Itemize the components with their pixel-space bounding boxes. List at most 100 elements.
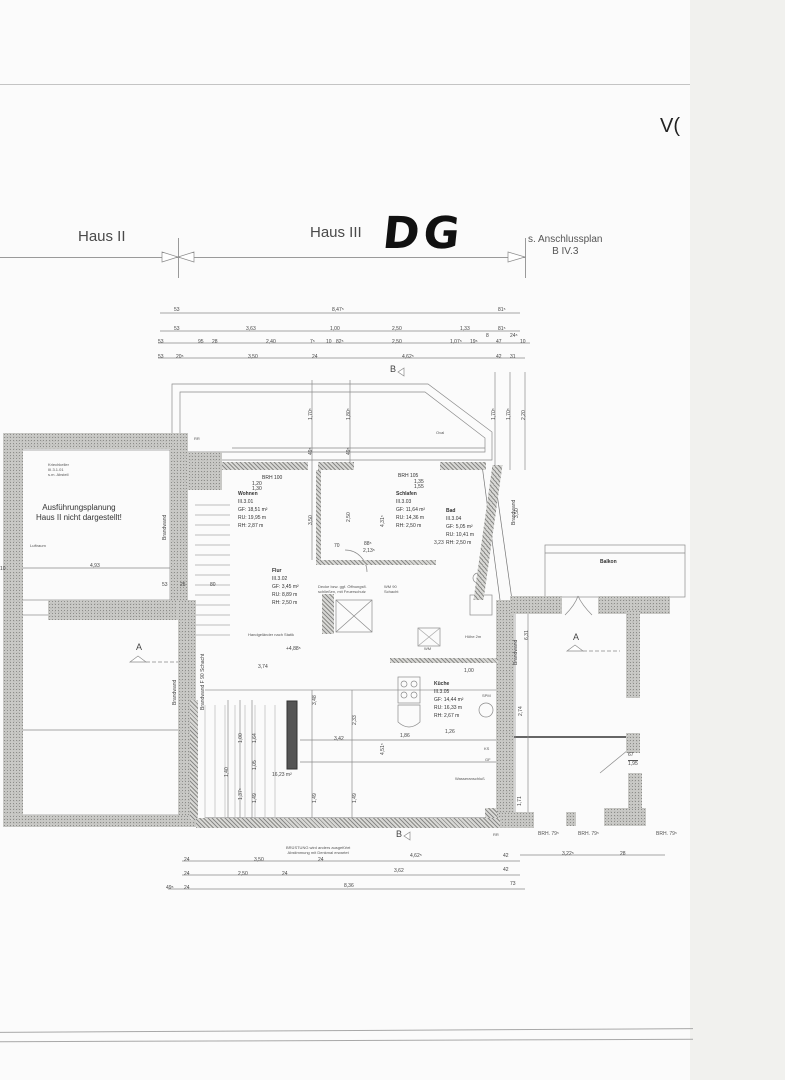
section-mark-a-right: A bbox=[573, 632, 580, 642]
scan-margin bbox=[690, 0, 785, 1080]
flur-name: Flur bbox=[272, 568, 282, 574]
wall-haus2-mid bbox=[48, 600, 188, 620]
dim-top-r4-5: 42 bbox=[496, 354, 502, 360]
vdim-14: 2,33 bbox=[352, 715, 358, 725]
dim-top-r4-3: 24 bbox=[312, 354, 318, 360]
sheet-border-top bbox=[0, 84, 690, 85]
fire-shaft-line-2: F 90 Schacht bbox=[200, 653, 206, 684]
schlafen-height: RH: 2,50 m bbox=[396, 523, 422, 529]
misc-dim-88: 88⁵ bbox=[364, 541, 372, 547]
brandwand-label-left: Brandwand bbox=[162, 514, 168, 540]
misc-dim-100: 1,00 bbox=[464, 668, 474, 674]
dishwasher-label: SPM bbox=[482, 693, 491, 698]
wohnen-area: GF: 18,51 m² bbox=[238, 507, 268, 513]
cutoff-title: V( bbox=[660, 115, 680, 137]
wall-shaft-left bbox=[322, 594, 334, 634]
wall-haus2-right-upper bbox=[170, 433, 188, 603]
dim-top-r4-6: 31 bbox=[510, 354, 516, 360]
luftraum-label: Luftraum bbox=[30, 543, 46, 548]
vdim-18: 1,49 bbox=[352, 793, 358, 803]
dim-top-r3-11: 47 bbox=[496, 339, 502, 345]
room-kueche: Küche III.3.05 GF: 14,44 m² RU: 16,33 m … bbox=[434, 680, 463, 720]
gf-label: GF bbox=[485, 757, 491, 762]
ceiling-opening-note: Decke bzw. ggf. Öffnungsfl. schließen, m… bbox=[318, 584, 367, 594]
vdim-7: 3,50 bbox=[308, 515, 314, 525]
shaft-note: WM 90 Schacht bbox=[384, 584, 398, 594]
kueche-perimeter: RU: 16,33 m bbox=[434, 705, 463, 711]
dim-bot-r1-3: 4,62⁵ bbox=[410, 853, 422, 859]
dim-bot-r2-1: 2,50 bbox=[238, 871, 248, 877]
vdim-8: 2,50 bbox=[346, 512, 352, 522]
oval-label: Oval bbox=[436, 430, 445, 435]
vdim-13: 3,48 bbox=[312, 695, 318, 705]
wall-schlafen-bottom bbox=[316, 560, 436, 565]
dim-top-r4-0: 53 bbox=[158, 354, 164, 360]
dim-top-r2-1: 3,63 bbox=[246, 326, 256, 332]
dim-bot-r1-6: 28 bbox=[620, 851, 626, 857]
section-mark-a-left: A bbox=[136, 642, 143, 652]
dim-top-r3-5: 10 bbox=[326, 339, 332, 345]
brh-label-3: BRH. 79⁵ bbox=[656, 831, 677, 837]
dim-bot-r3-0: 49⁵ bbox=[166, 885, 174, 891]
fire-shaft-note: Brandwand F 90 Schacht bbox=[200, 654, 206, 710]
vdim-3: 1,70⁵ bbox=[506, 408, 512, 420]
parapet-line-1: BRÜSTUNG wird anders ausgeführt bbox=[286, 845, 351, 850]
dim-bot-r2-0: 24 bbox=[184, 871, 190, 877]
kueche-id: III.3.05 bbox=[434, 689, 450, 695]
wall-right-pier-2 bbox=[626, 733, 640, 753]
wall-schlafen-left bbox=[316, 470, 321, 562]
dim-bot-r2-4: 42 bbox=[503, 867, 509, 873]
wall-top-hatched-1 bbox=[222, 462, 308, 470]
wohnen-brh: BRH 100 bbox=[262, 475, 283, 481]
kriechkeller-line-1: Kriechkeller bbox=[48, 462, 69, 467]
wall-balcony-left bbox=[510, 596, 562, 614]
shaft-line-2: Schacht bbox=[384, 589, 399, 594]
room-balkon: Balkon bbox=[600, 558, 617, 566]
wall-top-hatched-3 bbox=[440, 462, 486, 470]
water-connection-label: Wasseranschluß bbox=[455, 776, 485, 781]
vdim-25: 2,13⁵ bbox=[363, 548, 375, 554]
brandwand-label-lower: Brandwand bbox=[172, 679, 178, 705]
wohnen-brh-dim-2: 1,30 bbox=[252, 486, 262, 492]
wall-haus2-bottom bbox=[3, 815, 196, 827]
dim-top-r3-6: 82⁵ bbox=[336, 339, 344, 345]
wall-right-pier-3 bbox=[628, 773, 642, 813]
kueche-name: Küche bbox=[434, 681, 450, 687]
wall-haus2-left bbox=[3, 433, 23, 823]
dim-bot-r1-1: 3,50 bbox=[254, 857, 264, 863]
wall-right-pier bbox=[626, 610, 640, 698]
dim-top-r3-13: 10 bbox=[520, 339, 526, 345]
dim-top-r2-4: 1,33 bbox=[460, 326, 470, 332]
house-end-tick bbox=[525, 238, 526, 278]
wohnen-id: III.3.01 bbox=[238, 499, 254, 505]
area-tag: 16,23 m² bbox=[272, 772, 292, 778]
kriechkeller-line-3: s.m. Abstell bbox=[48, 472, 69, 477]
vdim-1: 1,80⁵ bbox=[346, 408, 352, 420]
level-marker: +4,88⁵ bbox=[286, 646, 301, 652]
dim-bot-r2-3: 3,62 bbox=[394, 868, 404, 874]
dim-bot-r1-5: 3,22⁵ bbox=[562, 851, 574, 857]
ceiling-opening-line-1: Decke bzw. ggf. Öffnungsfl. bbox=[318, 584, 367, 589]
kriechkeller-line-2: III.3.1.01 bbox=[48, 467, 64, 472]
stair-railing-note: Handgeländer nach Statik bbox=[248, 632, 295, 637]
wohnen-height: RH: 2,87 m bbox=[238, 523, 264, 529]
section-mark-b-top: B bbox=[390, 364, 397, 374]
vdim-20: 1,37⁵ bbox=[238, 788, 244, 800]
brh-label-2: BRH. 79⁵ bbox=[578, 831, 599, 837]
schlafen-name: Schlafen bbox=[396, 491, 417, 497]
wall-top-hatched-2 bbox=[318, 462, 354, 470]
schlafen-perimeter: RU: 14,36 m bbox=[396, 515, 425, 521]
reference-line-2: B IV.3 bbox=[552, 246, 579, 257]
dim-top-r1-1: 8,47⁵ bbox=[332, 307, 344, 313]
parapet-note: BRÜSTUNG wird anders ausgeführt Abstimmu… bbox=[286, 845, 350, 855]
dim-bot-r1-0: 24 bbox=[184, 857, 190, 863]
dim-top-r3-9: 19⁵ bbox=[470, 339, 478, 345]
vdim-26: 1,71 bbox=[517, 796, 523, 806]
dim-top-r3-2: 28 bbox=[212, 339, 218, 345]
house-label-haus-iii: Haus III bbox=[310, 224, 362, 241]
bad-id: III.3.04 bbox=[446, 516, 462, 522]
dim-left-25: 25 bbox=[180, 582, 186, 588]
brh-label-1: BRH. 79⁵ bbox=[538, 831, 559, 837]
dim-top-r2-3: 2,50 bbox=[392, 326, 402, 332]
wall-right-main bbox=[496, 600, 514, 828]
